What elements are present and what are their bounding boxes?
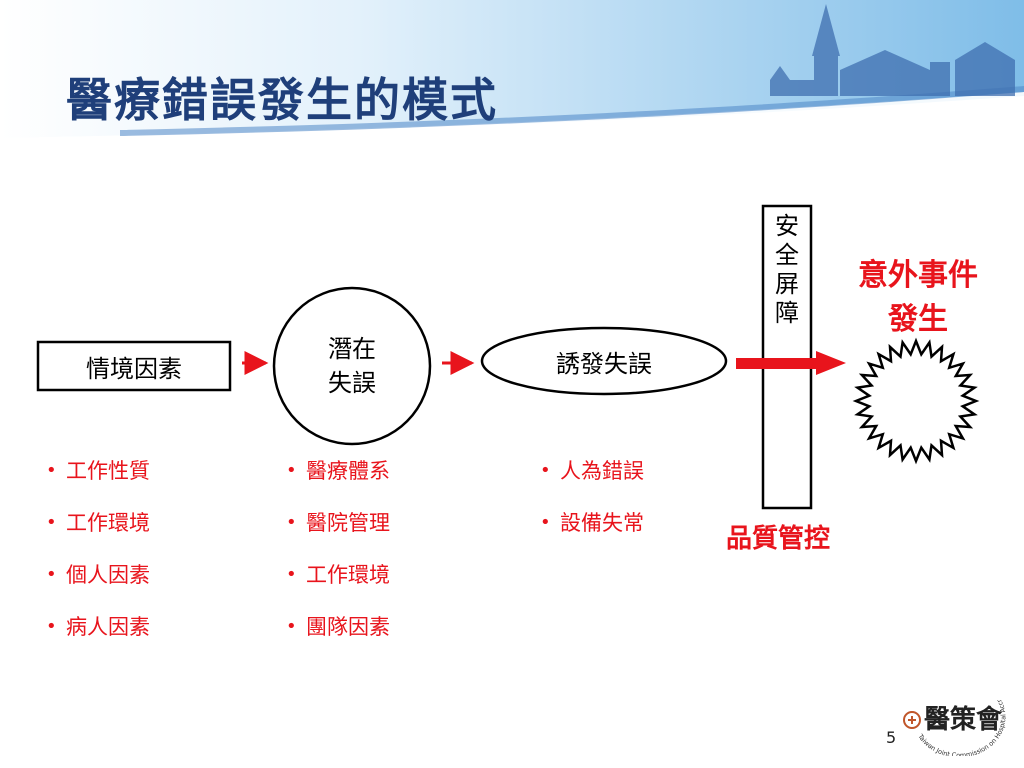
header-background: [0, 0, 1024, 146]
svg-text:醫策會: 醫策會: [924, 704, 1003, 735]
adverse-event-starburst: [852, 337, 980, 465]
tjcha-logo: 醫策會 Taiwan Joint Commission on Hospital …: [900, 676, 1007, 756]
list-item: •醫療體系: [286, 459, 390, 483]
list-item: •醫院管理: [286, 511, 390, 535]
situational-factors-label: 情境因素: [86, 354, 182, 383]
slide-title: 醫療錯誤發生的模式: [66, 73, 498, 127]
page-number: 5: [886, 728, 897, 747]
latent-factors-list: •醫療體系 •醫院管理 •工作環境 •團隊因素: [286, 458, 390, 666]
triggered-factors-list: •人為錯誤 •設備失常: [540, 458, 644, 562]
list-item: •個人因素: [46, 563, 150, 587]
adverse-event-label: 意外事件 發生: [858, 258, 978, 337]
latent-error-circle: [272, 286, 432, 446]
list-item: •設備失常: [540, 511, 644, 535]
list-item: •人為錯誤: [540, 459, 644, 483]
list-item: •病人因素: [46, 615, 150, 639]
situational-factors-box: [36, 340, 232, 392]
quality-control-label: 品質管控: [726, 524, 831, 554]
latent-error-label: 潛在失誤: [328, 335, 376, 397]
triggered-error-label: 誘發失誤: [556, 349, 652, 378]
arrow-3: [736, 351, 846, 375]
situational-factors-list: •工作性質 •工作環境 •個人因素 •病人因素: [46, 458, 150, 666]
list-item: •工作性質: [46, 459, 150, 483]
triggered-error-ellipse: [480, 326, 728, 396]
list-item: •團隊因素: [286, 615, 390, 639]
church-silhouette-icon: [770, 4, 1015, 96]
list-item: •工作環境: [286, 563, 390, 587]
list-item: •工作環境: [46, 511, 150, 535]
safety-barrier-bar: [761, 204, 813, 510]
safety-barrier-label: 安 全 屏 障: [775, 212, 799, 327]
